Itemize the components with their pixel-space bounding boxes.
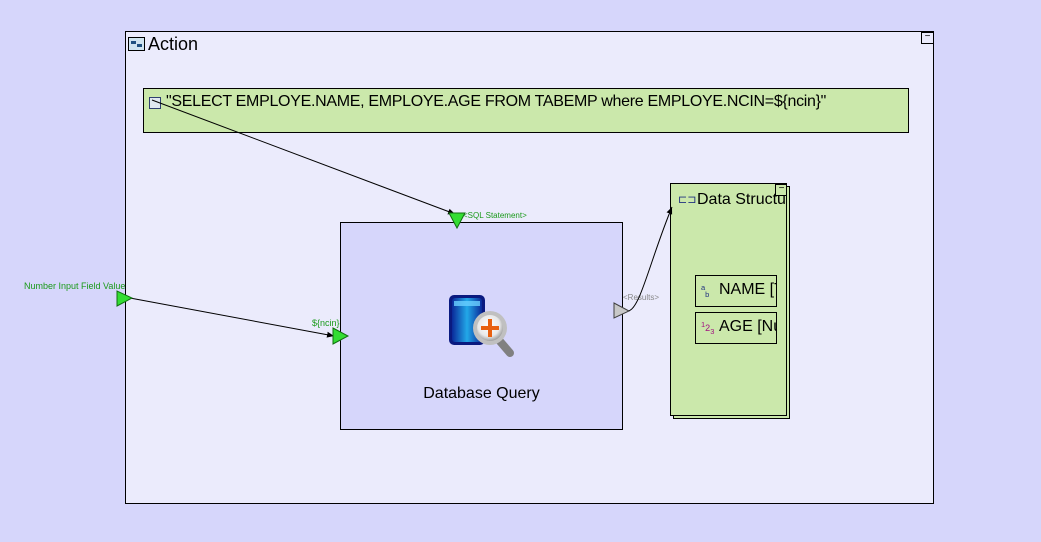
wire-results-to-structure[interactable] <box>627 206 673 312</box>
wire-input-to-ncin[interactable] <box>129 297 335 338</box>
action-window-icon <box>128 37 145 51</box>
data-structure-collapse-button[interactable]: − <box>775 184 786 196</box>
number-input-port-label: Number Input Field Value <box>24 281 126 291</box>
number-type-icon: 123 <box>701 320 715 336</box>
sql-statement-input-port[interactable] <box>448 212 466 230</box>
text-type-icon: ab <box>701 283 710 299</box>
number-input-port[interactable] <box>116 290 134 307</box>
ncin-input-port[interactable] <box>332 327 350 345</box>
data-structure-field-age[interactable]: 123 AGE [Number] <box>695 312 777 344</box>
database-query-icon <box>449 295 514 357</box>
data-structure-field-name[interactable]: ab NAME [Text] <box>695 275 777 307</box>
sql-statement-text: "SELECT EMPLOYE.NAME, EMPLOYE.AGE FROM T… <box>166 93 827 110</box>
database-query-label: Database Query <box>423 385 540 402</box>
results-port-label: <Results> <box>623 293 660 302</box>
ncin-port-label: ${ncin} <box>312 318 340 328</box>
data-structure-node[interactable]: ⊏⊐ Data Structure − ab NAME [Text] 123 A… <box>670 183 787 416</box>
sql-statement-port-label: <SQL Statement> <box>463 211 527 220</box>
sql-statement-node[interactable] <box>143 88 909 133</box>
results-output-port[interactable] <box>613 302 631 319</box>
structure-icon: ⊏⊐ <box>678 194 697 206</box>
wire-sql-to-query[interactable] <box>151 99 456 215</box>
action-title: Action <box>148 34 199 54</box>
data-structure-title: Data Structure <box>697 191 786 208</box>
action-collapse-button[interactable]: − <box>921 32 934 44</box>
